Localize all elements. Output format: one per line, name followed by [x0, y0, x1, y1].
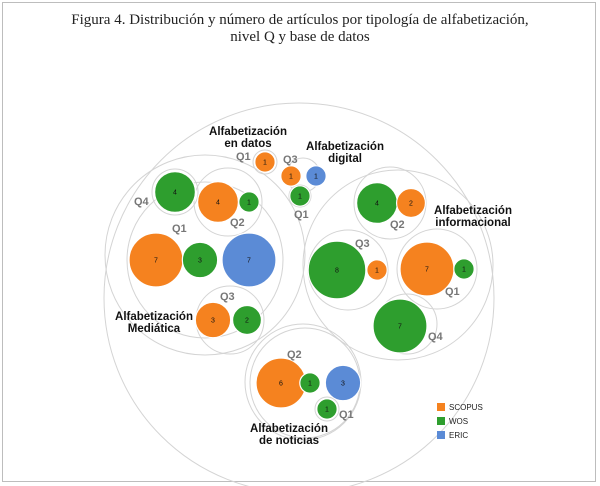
quartile-label-informacional-q2: Q2 [390, 219, 405, 231]
bubble-mediatica-q2-wos-value: 1 [247, 200, 251, 207]
quartile-label-digital-q3: Q3 [283, 154, 298, 166]
quartile-label-noticias-q1: Q1 [339, 409, 354, 421]
bubble-informacional-q1-scopus-value: 7 [425, 267, 429, 274]
outer-ring [103, 102, 495, 486]
quartile-ring-informacional-q1 [396, 228, 478, 310]
quartile-label-informacional-q3: Q3 [355, 238, 370, 250]
bubble-mediatica-q1-wos [181, 241, 219, 279]
bubble-mediatica-q3-scopus [194, 301, 232, 339]
group-label-noticias-line-1: Alfabetización [250, 423, 328, 435]
quartile-ring-noticias-q1 [314, 396, 340, 422]
bubble-informacional-q3-scopus [366, 259, 388, 281]
bubble-datos-q1-scopus-value: 1 [263, 160, 267, 167]
group-label-informacional-line-2: informacional [435, 217, 510, 229]
bubble-mediatica-q1-eric [221, 232, 277, 288]
bubble-mediatica-q4-wos [154, 171, 197, 214]
quartile-ring-mediatica-q4 [151, 168, 199, 216]
bubble-informacional-q2-scopus [395, 187, 427, 219]
figure-frame [2, 2, 596, 482]
bubble-informacional-q4-wos [372, 298, 428, 354]
figure-title-line-1: Figura 4. Distribución y número de artíc… [71, 12, 529, 28]
legend-swatch-scopus [437, 403, 445, 411]
group-label-datos-line-2: en datos [224, 138, 271, 150]
quartile-label-datos-q1: Q1 [236, 151, 251, 163]
bubble-mediatica-q1-wos-value: 3 [198, 258, 202, 265]
quartile-label-digital-q1: Q1 [294, 209, 309, 221]
legend-swatch-wos [437, 417, 445, 425]
bubble-digital-q3-scopus-value: 1 [289, 174, 293, 181]
bubble-noticias-q2-eric-value: 3 [341, 381, 345, 388]
group-label-mediatica-line-2: Mediática [128, 323, 181, 335]
quartile-label-informacional-q1: Q1 [445, 286, 460, 298]
bubble-digital-q1-wos-value: 1 [298, 194, 302, 201]
bubble-informacional-q3-wos-value: 8 [335, 268, 339, 275]
bubble-mediatica-q3-wos [231, 304, 263, 336]
bubble-noticias-q1-wos [316, 398, 338, 420]
bubble-noticias-q2-wos [299, 372, 321, 394]
bubble-digital-q3-eric-value: 1 [314, 174, 318, 181]
group-label-digital-line-1: Alfabetización [306, 141, 384, 153]
bubble-digital-q3-eric [305, 165, 327, 187]
legend-label-wos: WOS [449, 417, 468, 426]
bubble-informacional-q2-wos-value: 4 [375, 201, 379, 208]
bubble-noticias-q2-scopus-value: 6 [279, 381, 283, 388]
bubble-informacional-q3-wos [307, 240, 367, 300]
quartile-label-informacional-q4: Q4 [428, 331, 444, 343]
group-label-noticias-line-2: de noticias [259, 435, 319, 447]
bubble-informacional-q3-scopus-value: 1 [375, 268, 379, 275]
bubble-informacional-q1-wos [453, 258, 475, 280]
bubble-informacional-q2-scopus-value: 2 [409, 201, 413, 208]
bubble-mediatica-q2-wos [238, 191, 260, 213]
bubble-digital-q3-scopus [280, 165, 302, 187]
bubble-noticias-q2-eric [324, 364, 362, 402]
quartile-ring-digital-q1 [288, 184, 312, 208]
bubble-mediatica-q1-eric-value: 7 [247, 258, 251, 265]
bubble-informacional-q1-wos-value: 1 [462, 267, 466, 274]
bubble-mediatica-q3-scopus-value: 3 [211, 318, 215, 325]
bubble-mediatica-q1-scopus-value: 7 [154, 258, 158, 265]
legend-label-scopus: SCOPUS [449, 403, 483, 412]
group-label-mediatica-line-1: Alfabetización [115, 311, 193, 323]
group-label-datos-line-1: Alfabetización [209, 126, 287, 138]
quartile-ring-mediatica-q1 [126, 181, 284, 339]
quartile-label-mediatica-q3: Q3 [220, 291, 235, 303]
bubble-datos-q1-scopus [254, 151, 276, 173]
legend-label-eric: ERIC [449, 431, 468, 440]
quartile-label-mediatica-q2: Q2 [230, 217, 245, 229]
bubble-mediatica-q4-wos-value: 4 [173, 190, 177, 197]
bubble-mediatica-q3-wos-value: 2 [245, 318, 249, 325]
quartile-label-noticias-q2: Q2 [287, 349, 302, 361]
bubble-noticias-q1-wos-value: 1 [325, 407, 329, 414]
quartile-label-mediatica-q1: Q1 [172, 223, 187, 235]
bubble-noticias-q2-wos-value: 1 [308, 381, 312, 388]
figure-title-line-2: nivel Q y base de datos [230, 29, 370, 45]
quartile-ring-datos-q1 [252, 149, 278, 175]
bubble-mediatica-q2-scopus-value: 4 [216, 200, 220, 207]
group-ring-mediatica [104, 154, 306, 356]
group-ring-informacional [302, 169, 494, 361]
legend-swatch-eric [437, 431, 445, 439]
group-label-digital-line-2: digital [328, 153, 362, 165]
quartile-ring-mediatica-q2 [193, 167, 263, 237]
group-label-informacional-line-1: Alfabetización [434, 205, 512, 217]
bubble-informacional-q4-wos-value: 7 [398, 324, 402, 331]
quartile-label-mediatica-q4: Q4 [134, 196, 150, 208]
figure-title: Figura 4. Distribución y número de artíc… [0, 12, 600, 46]
bubble-digital-q1-wos [289, 185, 311, 207]
